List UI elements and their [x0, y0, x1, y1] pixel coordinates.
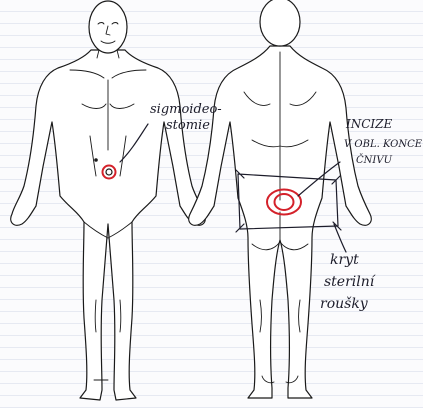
- front-body-figure: [11, 1, 206, 400]
- drapes-label-line-3: roušky: [320, 296, 369, 312]
- stoma-label-line-1: sigmoideo-: [150, 102, 222, 117]
- incision-label: INCIZE V OBL. KONCE ČNIVU: [344, 117, 423, 166]
- front-navel: [94, 158, 98, 162]
- back-body-figure: [189, 0, 372, 398]
- incision-label-line-1: INCIZE: [345, 117, 393, 131]
- incision-label-line-3: ČNIVU: [356, 154, 393, 166]
- drapes-label-line-2: sterilní: [324, 274, 376, 290]
- incision-label-line-2: V OBL. KONCE: [344, 139, 423, 150]
- drapes-label: kryt sterilní roušky: [320, 252, 379, 312]
- drapes-label-line-1: kryt: [330, 252, 359, 268]
- stoma-label-line-2: stomie: [166, 118, 210, 133]
- back-head: [260, 0, 300, 46]
